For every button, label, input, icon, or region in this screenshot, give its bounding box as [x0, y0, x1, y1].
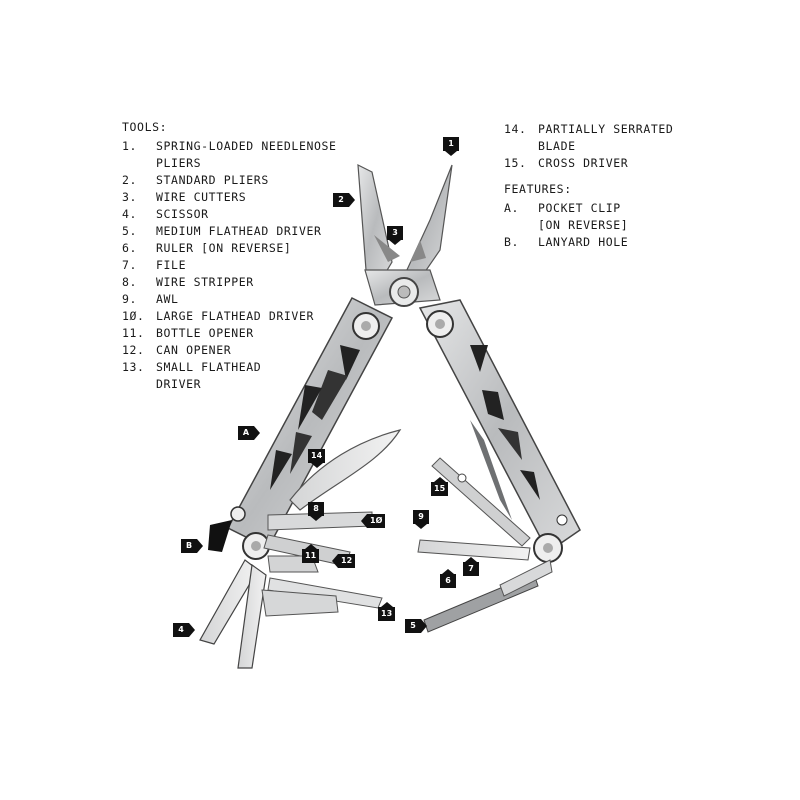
item-number: 6.: [122, 241, 138, 255]
callout-B: B: [181, 539, 203, 553]
item-number: 12.: [122, 343, 145, 357]
item-label: POCKET CLIP [ON REVERSE]: [538, 201, 629, 232]
list-item: 1Ø. LARGE FLATHEAD DRIVER: [122, 308, 337, 325]
callout-10: 1Ø: [360, 514, 386, 528]
item-label: WIRE STRIPPER: [156, 275, 254, 289]
list-item: 12. CAN OPENER: [122, 342, 337, 359]
item-label: FILE: [156, 258, 187, 272]
list-item: 4. SCISSOR: [122, 206, 337, 223]
item-number: A.: [504, 201, 520, 215]
item-number: 1Ø.: [122, 309, 145, 323]
callout-8: 8: [308, 502, 324, 521]
features-list: A. POCKET CLIP [ON REVERSE] B. LANYARD HOL…: [504, 200, 628, 251]
item-number: 1.: [122, 139, 138, 153]
item-number: 3.: [122, 190, 138, 204]
item-label: CAN OPENER: [156, 343, 232, 357]
item-label: BOTTLE OPENER: [156, 326, 254, 340]
item-number: 14.: [504, 122, 527, 136]
item-number: 8.: [122, 275, 138, 289]
item-label: MEDIUM FLATHEAD DRIVER: [156, 224, 322, 238]
list-item: 1. SPRING-LOADED NEEDLENOSE PLIERS: [122, 138, 337, 172]
item-label: WIRE CUTTERS: [156, 190, 247, 204]
list-item: 14. PARTIALLY SERRATED BLADE: [504, 121, 673, 155]
list-item: 13. SMALL FLATHEAD DRIVER: [122, 359, 337, 393]
callout-1: 1: [443, 137, 459, 156]
serrated-blade: [289, 429, 402, 511]
callout-5: 5: [405, 619, 427, 633]
callout-11: 11: [302, 544, 320, 563]
callout-6: 6: [440, 569, 456, 588]
item-number: 7.: [122, 258, 138, 272]
item-label: STANDARD PLIERS: [156, 173, 269, 187]
right-handle: [418, 299, 581, 563]
list-item: 5. MEDIUM FLATHEAD DRIVER: [122, 223, 337, 240]
tools-list: 1. SPRING-LOADED NEEDLENOSE PLIERS 2. STAN…: [122, 138, 337, 393]
callout-13: 13: [378, 602, 396, 621]
list-item: 7. FILE: [122, 257, 337, 274]
callout-12: 12: [331, 554, 356, 568]
item-number: 13.: [122, 360, 145, 374]
item-number: B.: [504, 235, 520, 249]
list-item: A. POCKET CLIP [ON REVERSE]: [504, 200, 628, 234]
list-item: 6. RULER [ON REVERSE]: [122, 240, 337, 257]
callout-9: 9: [413, 510, 429, 529]
item-label: CROSS DRIVER: [538, 156, 629, 170]
list-item: 2. STANDARD PLIERS: [122, 172, 337, 189]
list-item: 3. WIRE CUTTERS: [122, 189, 337, 206]
item-label: LARGE FLATHEAD DRIVER: [156, 309, 314, 323]
tools-heading: TOOLS:: [122, 120, 168, 134]
item-label: PARTIALLY SERRATED BLADE: [538, 122, 674, 153]
callout-4: 4: [173, 623, 195, 637]
callout-14: 14: [308, 449, 326, 468]
item-number: 11.: [122, 326, 145, 340]
item-number: 5.: [122, 224, 138, 238]
tools-list-panel: TOOLS: 1. SPRING-LOADED NEEDLENOSE PLIERS…: [122, 119, 337, 393]
callout-15: 15: [431, 477, 449, 496]
callout-A: A: [238, 426, 260, 440]
item-label: AWL: [156, 292, 179, 306]
features-panel: FEATURES: A. POCKET CLIP [ON REVERSE] B. L…: [504, 181, 628, 251]
callout-3: 3: [387, 226, 403, 245]
item-label: LANYARD HOLE: [538, 235, 629, 249]
list-item: 11. BOTTLE OPENER: [122, 325, 337, 342]
item-label: SPRING-LOADED NEEDLENOSE PLIERS: [156, 139, 337, 170]
callout-2: 2: [333, 193, 355, 207]
tools-list-2: 14. PARTIALLY SERRATED BLADE 15. CROSS DRI…: [504, 121, 673, 172]
list-item: 15. CROSS DRIVER: [504, 155, 673, 172]
list-item: B. LANYARD HOLE: [504, 234, 628, 251]
callout-7: 7: [463, 557, 479, 576]
list-item: 8. WIRE STRIPPER: [122, 274, 337, 291]
tools-list-continued: 14. PARTIALLY SERRATED BLADE 15. CROSS DRI…: [504, 121, 673, 172]
features-heading: FEATURES:: [504, 182, 572, 196]
item-number: 9.: [122, 292, 138, 306]
item-label: SMALL FLATHEAD DRIVER: [156, 360, 262, 391]
item-number: 4.: [122, 207, 138, 221]
item-number: 2.: [122, 173, 138, 187]
item-number: 15.: [504, 156, 527, 170]
item-label: RULER [ON REVERSE]: [156, 241, 292, 255]
scissor: [199, 559, 339, 669]
item-label: SCISSOR: [156, 207, 209, 221]
list-item: 9. AWL: [122, 291, 337, 308]
